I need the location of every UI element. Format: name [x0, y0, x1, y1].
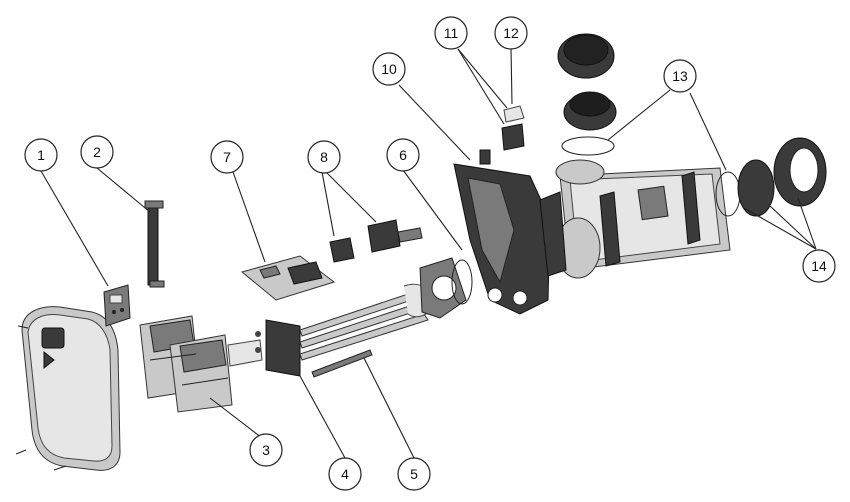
callout-6: 6: [386, 138, 420, 172]
svg-text:8: 8: [320, 149, 328, 165]
front-cover: [15, 306, 121, 471]
heater-body: [539, 159, 731, 279]
svg-text:4: 4: [341, 466, 349, 482]
union-caps: [557, 33, 617, 156]
control-plate: [103, 284, 131, 327]
svg-text:1: 1: [37, 147, 45, 163]
callout-11: 11: [434, 16, 468, 50]
flange-gasket: [419, 257, 473, 319]
svg-text:2: 2: [93, 144, 101, 160]
svg-text:14: 14: [811, 258, 827, 274]
switches: [329, 219, 423, 263]
mounting-bracket: [453, 149, 551, 315]
callout-14: 14: [802, 249, 836, 283]
svg-text:11: 11: [444, 25, 459, 41]
svg-text:13: 13: [672, 68, 688, 84]
callout-4: 4: [328, 457, 362, 491]
callout-1: 1: [24, 138, 58, 172]
callout-10: 10: [372, 52, 406, 86]
callout-12: 12: [494, 16, 528, 50]
sensor-probe: [311, 349, 373, 378]
svg-text:10: 10: [381, 61, 397, 77]
right-unions: [715, 137, 827, 217]
callout-13: 13: [663, 59, 697, 93]
relay-block: [139, 315, 263, 413]
circuit-board: [240, 255, 336, 301]
small-switch: [501, 105, 525, 151]
svg-text:3: 3: [262, 442, 270, 458]
svg-text:6: 6: [399, 147, 407, 163]
callout-8: 8: [307, 140, 341, 174]
callout-7: 7: [210, 140, 244, 174]
svg-text:12: 12: [503, 25, 519, 41]
callout-2: 2: [80, 135, 114, 169]
svg-text:5: 5: [410, 466, 418, 482]
callout-3: 3: [249, 433, 283, 467]
svg-text:7: 7: [223, 149, 231, 165]
callout-5: 5: [397, 457, 431, 491]
vertical-bracket: [144, 200, 165, 288]
leader-lines: [40, 47, 817, 459]
